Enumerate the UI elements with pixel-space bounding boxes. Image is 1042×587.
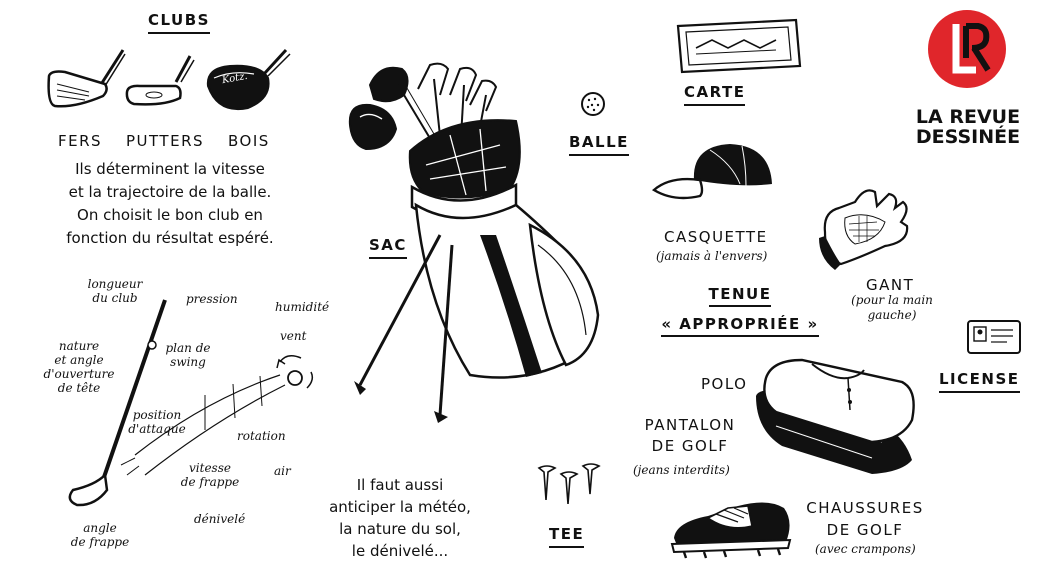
label-fers: FERS bbox=[58, 132, 103, 150]
outfit-heading: TENUE « APPROPRIÉE » bbox=[655, 285, 825, 337]
label-strike-speed: vitesse de frappe bbox=[180, 461, 240, 489]
label-attack-position: position d'attaque bbox=[128, 408, 186, 436]
putter-club-illustration bbox=[125, 55, 195, 106]
trousers-label: PANTALON DE GOLF bbox=[644, 416, 736, 455]
shoes-note: (avec crampons) bbox=[815, 542, 916, 556]
score-card-illustration bbox=[676, 18, 802, 74]
label-swing-plane: plan de swing bbox=[165, 341, 211, 369]
polo-and-trousers-illustration bbox=[756, 358, 915, 474]
golf-shoe-illustration bbox=[670, 502, 792, 559]
label-slope: dénivelé bbox=[194, 512, 246, 526]
label-strike-angle: angle de frappe bbox=[70, 521, 130, 549]
label-head-angle: nature et angle d'ouverture de tête bbox=[43, 339, 115, 395]
cap-note: (jamais à l'envers) bbox=[656, 249, 768, 263]
golf-ball-illustration bbox=[581, 92, 605, 116]
glove-note: (pour la main gauche) bbox=[851, 293, 933, 322]
shoes-label: CHAUSSURES DE GOLF bbox=[806, 499, 924, 539]
glove-label: GANT bbox=[866, 276, 915, 294]
golf-bag-illustration bbox=[348, 62, 600, 423]
brand-name: LA REVUE DESSINÉE bbox=[915, 106, 1021, 148]
ball-label: BALLE bbox=[569, 133, 629, 156]
card-label: CARTE bbox=[684, 83, 746, 106]
label-humidity: humidité bbox=[275, 300, 330, 314]
la-revue-dessinee-logo-icon bbox=[928, 10, 1006, 88]
bag-label: SAC bbox=[369, 236, 407, 259]
swing-diagram bbox=[68, 299, 314, 507]
iron-club-illustration bbox=[47, 49, 126, 108]
polo-label: POLO bbox=[701, 375, 748, 393]
clubs-heading: CLUBS bbox=[148, 11, 210, 34]
label-wind: vent bbox=[280, 329, 307, 343]
label-rotation: rotation bbox=[237, 429, 286, 443]
label-air: air bbox=[274, 464, 291, 478]
cap-label: CASQUETTE bbox=[664, 228, 768, 246]
label-club-length: longueur du club bbox=[87, 277, 143, 305]
license-card-illustration bbox=[967, 320, 1021, 354]
license-label: LICENSE bbox=[939, 370, 1020, 393]
wood-club-illustration bbox=[206, 48, 291, 110]
glove-illustration bbox=[819, 189, 909, 270]
label-putters: PUTTERS bbox=[126, 132, 205, 150]
cap-illustration bbox=[651, 144, 772, 200]
tee-label: TEE bbox=[549, 525, 585, 548]
label-bois: BOIS bbox=[228, 132, 270, 150]
clubs-description: Ils déterminent la vitesse et la traject… bbox=[66, 160, 274, 247]
weather-note: Il faut aussi anticiper la météo, la nat… bbox=[329, 476, 471, 560]
golf-tee-illustration bbox=[537, 463, 601, 505]
trousers-note: (jeans interdits) bbox=[633, 463, 730, 477]
label-pressure: pression bbox=[186, 292, 238, 306]
